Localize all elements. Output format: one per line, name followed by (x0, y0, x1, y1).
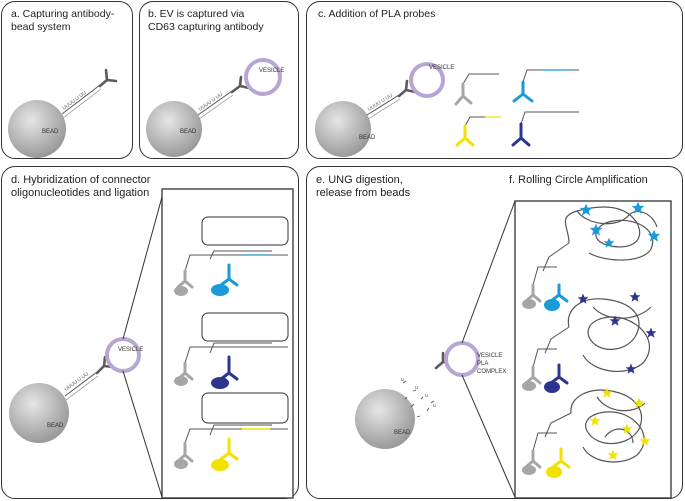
panel-c-title: c. Addition of PLA probes (318, 8, 435, 21)
inset-row-cyan (174, 216, 289, 296)
linker-oligo (61, 84, 101, 115)
panel-a-title-line1: a. Capturing antibody- (11, 8, 115, 20)
panel-e-vesicle-label-2: PLA (477, 361, 488, 367)
panel-c-uracil-text: UUUU U UU (367, 93, 394, 113)
panel-a-title: a. Capturing antibody- bead system (11, 8, 114, 34)
panel-a-title-line2: bead system (11, 21, 71, 33)
probe-yellow-icon (455, 116, 501, 147)
panel-b-diagram: BEAD UUUU U UU VESICLE (146, 58, 284, 157)
svg-text:u: u (425, 393, 428, 399)
panel-c: c. Addition of PLA probes BEAD UUUU U UU… (306, 1, 683, 159)
rca-row-cyan (522, 201, 661, 311)
svg-text:u: u (415, 385, 418, 391)
panel-b: b. EV is captured via CD63 capturing ant… (139, 1, 299, 159)
vesicle-icon (244, 58, 282, 96)
panel-ef-diagram: BEAD uu uu VESICLE PLA COMPLEX (355, 200, 672, 499)
panel-b-title: b. EV is captured via CD63 capturing ant… (148, 8, 264, 34)
zoom-line-bottom (461, 374, 516, 498)
panel-d: d. Hybridization of connector oligonucle… (1, 166, 299, 499)
rca-product-navy (567, 298, 652, 372)
panel-e-title-line1: e. UNG digestion, (316, 174, 403, 186)
panel-e-vesicle-label-3: COMPLEX (477, 369, 506, 375)
panel-d-title-line2: oligonucleotides and ligation (11, 187, 150, 199)
vesicle-icon (105, 337, 141, 373)
panel-b-title-line2: CD63 capturing antibody (148, 21, 264, 33)
bead-icon (355, 389, 415, 449)
panel-d-uracil-text: UUUU U UU (64, 371, 91, 393)
probe-gray-icon (454, 73, 499, 106)
panel-e-title-line2: release from beads (316, 187, 411, 199)
probe-cyan-icon (512, 69, 579, 103)
vesicle-icon (409, 62, 445, 98)
panel-e-vesicle-label-1: VESICLE (477, 353, 502, 359)
panel-a-diagram: BEAD UUUU U UU (8, 68, 118, 158)
rca-row-navy (522, 291, 657, 393)
rca-row-yellow (522, 387, 651, 478)
panel-e-title: e. UNG digestion, release from beads (316, 174, 410, 200)
zoom-line-top (461, 200, 516, 344)
oligo-fragments (402, 380, 435, 418)
antibody-icon (98, 68, 118, 88)
panel-b-bead-label: BEAD (180, 129, 197, 135)
panel-c-bead-label: BEAD (359, 135, 376, 141)
panel-a-uracil-text: UUUU U UU (62, 90, 88, 112)
panel-c-vesicle-label: VESICLE (429, 65, 454, 71)
zoom-line-bottom (122, 370, 163, 498)
bead-icon (146, 101, 202, 157)
zoom-line-top (122, 196, 163, 340)
panel-d-vesicle-label: VESICLE (118, 347, 143, 353)
bead-icon (8, 100, 66, 158)
panel-c-diagram: BEAD UUUU U UU VESICLE (315, 62, 579, 157)
inset-row-yellow (174, 392, 289, 471)
panel-d-diagram: BEAD UUUU U UU VESICLE (9, 188, 294, 499)
panel-d-bead-label: BEAD (47, 423, 64, 429)
panel-b-title-line1: b. EV is captured via (148, 8, 245, 20)
inset-row-navy (174, 312, 289, 389)
svg-text:u: u (433, 403, 436, 409)
svg-text:u: u (401, 377, 404, 383)
bead-icon (315, 101, 371, 157)
panel-c-title-line1: c. Addition of PLA probes (318, 8, 436, 20)
panel-f-title-line1: f. Rolling Circle Amplification (509, 174, 648, 186)
panel-a-bead-label: BEAD (42, 129, 59, 135)
panel-d-title-line1: d. Hybridization of connector (11, 174, 151, 186)
panel-b-uracil-text: UUUU U UU (198, 91, 225, 112)
panel-ef: e. UNG digestion, release from beads f. … (306, 166, 683, 499)
panel-e-bead-label: BEAD (394, 430, 411, 436)
vesicle-icon (444, 341, 480, 377)
panel-b-vesicle-label: VESICLE (259, 68, 284, 74)
bead-icon (9, 383, 69, 443)
probe-navy-icon (511, 111, 579, 147)
panel-d-title: d. Hybridization of connector oligonucle… (11, 174, 150, 200)
panel-a: a. Capturing antibody- bead system BEAD … (1, 1, 133, 159)
panel-f-title: f. Rolling Circle Amplification (509, 174, 648, 187)
